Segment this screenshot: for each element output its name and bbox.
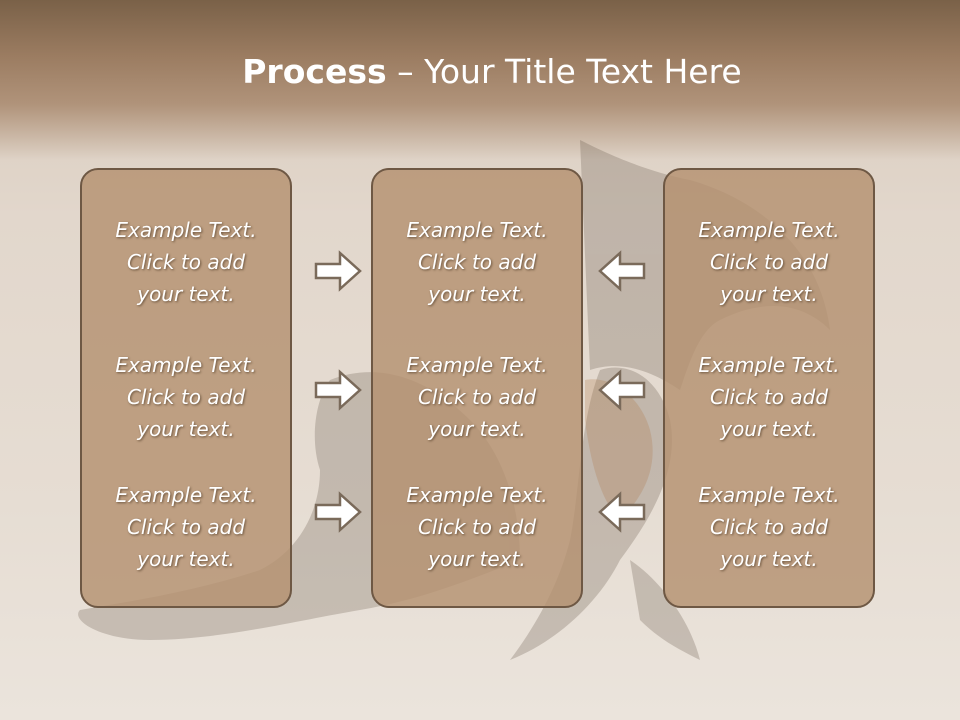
text-line: Example Text. xyxy=(698,483,840,507)
text-line: Click to add xyxy=(417,515,537,539)
text-block[interactable]: Example Text. Click to add your text. xyxy=(373,479,581,575)
text-block[interactable]: Example Text. Click to add your text. xyxy=(373,214,581,310)
text-line: your text. xyxy=(720,282,818,306)
text-line: Click to add xyxy=(709,515,829,539)
title-bold: Process xyxy=(242,52,387,91)
text-line: Click to add xyxy=(126,385,246,409)
text-line: Click to add xyxy=(417,250,537,274)
text-line: your text. xyxy=(137,547,235,571)
process-box-right[interactable]: Example Text. Click to add your text. Ex… xyxy=(663,168,875,608)
text-line: your text. xyxy=(428,417,526,441)
text-line: Example Text. xyxy=(115,218,257,242)
text-line: Example Text. xyxy=(406,483,548,507)
text-line: Click to add xyxy=(709,385,829,409)
text-line: Click to add xyxy=(709,250,829,274)
arrow-right-icon xyxy=(314,491,362,533)
text-line: Example Text. xyxy=(698,218,840,242)
arrow-left-icon xyxy=(598,369,646,411)
text-block[interactable]: Example Text. Click to add your text. xyxy=(665,479,873,575)
text-block[interactable]: Example Text. Click to add your text. xyxy=(665,214,873,310)
process-box-center[interactable]: Example Text. Click to add your text. Ex… xyxy=(371,168,583,608)
text-block[interactable]: Example Text. Click to add your text. xyxy=(665,349,873,445)
arrow-left-icon xyxy=(598,250,646,292)
title-bar xyxy=(0,0,960,160)
text-block[interactable]: Example Text. Click to add your text. xyxy=(82,479,290,575)
text-line: your text. xyxy=(137,282,235,306)
text-block[interactable]: Example Text. Click to add your text. xyxy=(82,349,290,445)
process-box-left[interactable]: Example Text. Click to add your text. Ex… xyxy=(80,168,292,608)
title-rest: – Your Title Text Here xyxy=(386,52,742,91)
text-line: Click to add xyxy=(126,250,246,274)
text-line: Example Text. xyxy=(406,218,548,242)
text-line: Click to add xyxy=(417,385,537,409)
text-line: your text. xyxy=(428,547,526,571)
text-line: Click to add xyxy=(126,515,246,539)
text-line: Example Text. xyxy=(115,353,257,377)
text-line: your text. xyxy=(137,417,235,441)
slide-title[interactable]: Process – Your Title Text Here xyxy=(0,52,960,91)
text-line: your text. xyxy=(720,417,818,441)
text-line: your text. xyxy=(428,282,526,306)
arrow-right-icon xyxy=(314,250,362,292)
text-line: Example Text. xyxy=(698,353,840,377)
text-block[interactable]: Example Text. Click to add your text. xyxy=(82,214,290,310)
text-line: your text. xyxy=(720,547,818,571)
text-line: Example Text. xyxy=(115,483,257,507)
arrow-right-icon xyxy=(314,369,362,411)
text-line: Example Text. xyxy=(406,353,548,377)
text-block[interactable]: Example Text. Click to add your text. xyxy=(373,349,581,445)
arrow-left-icon xyxy=(598,491,646,533)
